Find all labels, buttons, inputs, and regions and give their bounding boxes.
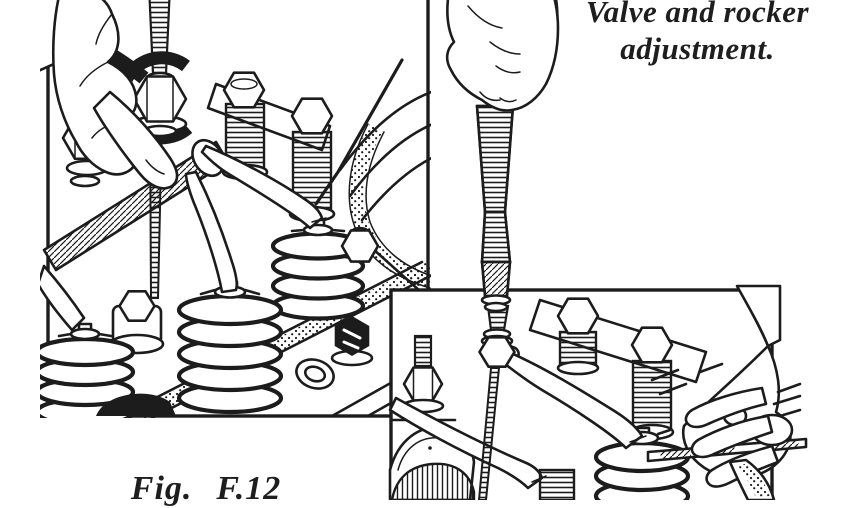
pedestal-bolt-left — [556, 297, 600, 376]
gripping-hand — [445, 0, 560, 112]
rocker-arms — [40, 144, 327, 332]
lower-rocker-arm — [388, 396, 576, 500]
right-panel-illustration — [388, 297, 724, 500]
motion-lines — [772, 382, 802, 418]
pedestal-bolt-right — [629, 326, 675, 441]
hand-holding-screwdriver — [445, 0, 560, 313]
figure-caption-label: Fig. — [130, 470, 193, 507]
left-panel-illustration — [40, 0, 431, 418]
valve-spring-middle — [176, 280, 284, 415]
finger — [690, 414, 774, 459]
valve-spring-right — [270, 218, 366, 321]
hand-with-feeler-gauge — [646, 284, 808, 500]
finger — [684, 386, 768, 429]
figure-title-line1: Valve and rocker — [585, 0, 810, 29]
figure-title: Valve and rocker adjustment. — [545, 0, 850, 67]
adjusting-screw-and-nut — [477, 304, 516, 500]
hand-holding-wrench — [40, 0, 179, 190]
shadow-detail — [96, 393, 176, 416]
figure-caption-number: F.12 — [216, 470, 282, 507]
figure-caption: Fig. F.12 — [92, 470, 320, 508]
side-fasteners — [295, 226, 380, 390]
motion-lines — [650, 362, 724, 396]
figure-title-line2: adjustment. — [620, 31, 775, 66]
